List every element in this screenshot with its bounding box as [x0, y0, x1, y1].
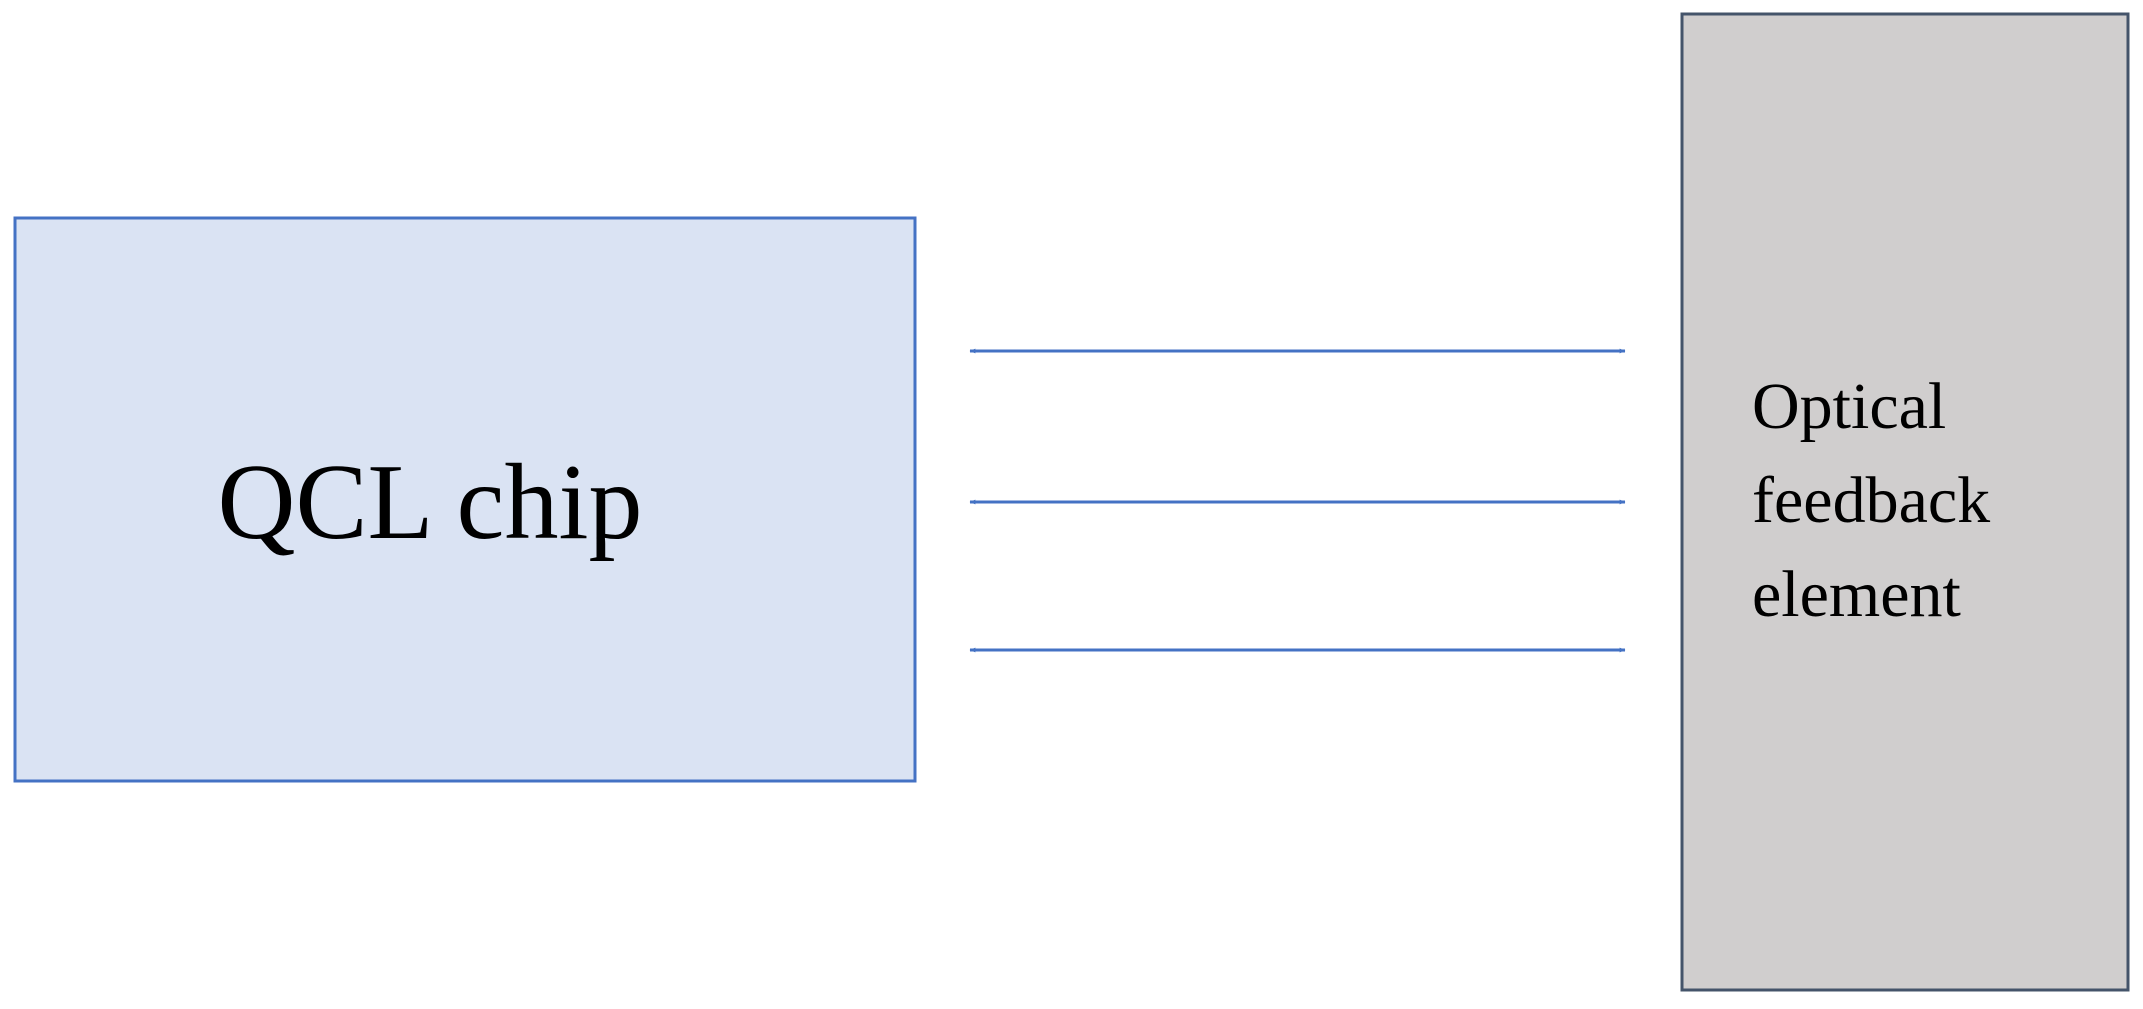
feedback-label-line-2: feedback	[1752, 464, 1990, 537]
feedback-element-node: Optical feedback element	[1680, 12, 2130, 992]
qcl-chip-box	[13, 216, 917, 783]
qcl-chip-node: QCL chip	[13, 216, 917, 783]
arrows-group	[969, 348, 1626, 653]
qcl-chip-label: QCL chip	[218, 443, 643, 562]
feedback-label-line-3: element	[1752, 558, 1961, 631]
feedback-element-box	[1680, 12, 2130, 992]
feedback-label-line-1: Optical	[1752, 370, 1946, 443]
